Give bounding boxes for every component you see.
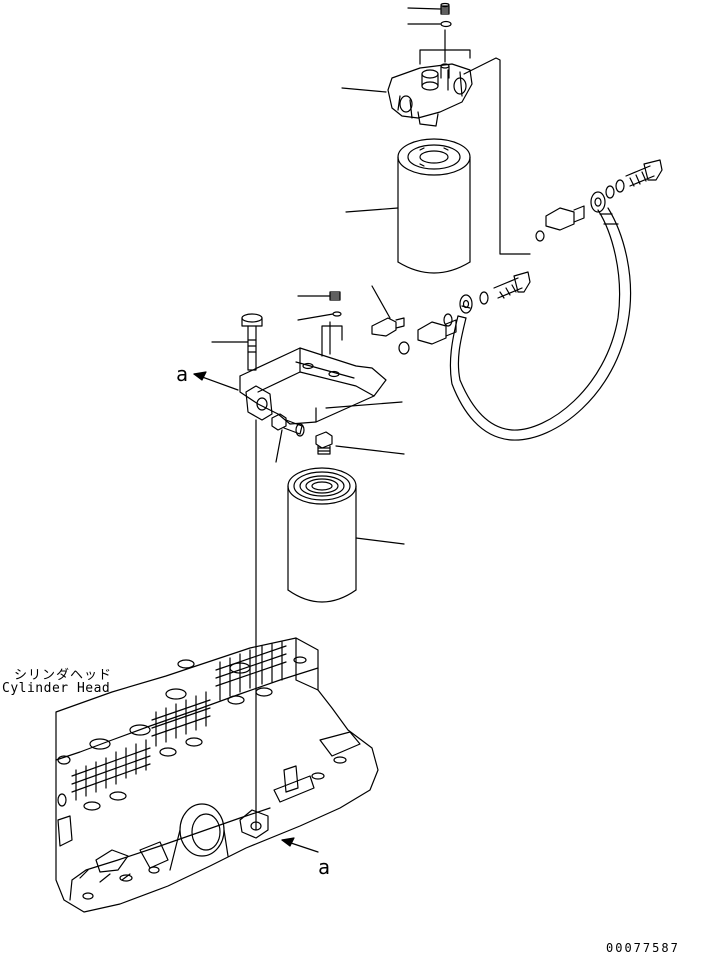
filter-cartridge-lower	[288, 468, 356, 602]
hose	[450, 208, 630, 440]
cylinder-head-label-jp: シリンダヘッド	[14, 668, 113, 683]
view-arrow-a-top	[194, 372, 238, 390]
hose-eye-upper	[591, 192, 605, 212]
plug-mid	[330, 292, 340, 300]
filter-bracket	[240, 348, 386, 424]
top-plug	[441, 4, 449, 15]
port-boss	[170, 804, 228, 870]
filter-head-upper	[388, 64, 472, 126]
washer-mid	[536, 231, 544, 241]
fitting-lower	[418, 320, 456, 344]
top-washer	[441, 22, 451, 27]
washer-mid-small	[333, 312, 341, 316]
hose-eye-lower	[460, 295, 472, 313]
filter-cartridge-upper	[398, 139, 470, 273]
view-marker-a-bottom: a	[318, 855, 331, 879]
view-arrow-a-bottom	[282, 838, 318, 852]
cylinder-head-label-en: Cylinder Head	[2, 681, 111, 696]
fitting-upper	[546, 206, 584, 230]
washer-lower-2	[399, 342, 409, 354]
valve-springs	[72, 642, 306, 810]
banjo-bolt-lower	[494, 272, 530, 298]
bracket-bolt	[272, 414, 304, 436]
drain-fitting	[316, 432, 332, 454]
connector-fitting	[372, 318, 404, 336]
washers-lower	[444, 292, 488, 326]
drawing-number: 00077587	[606, 941, 680, 955]
view-marker-a-top: a	[176, 362, 189, 386]
banjo-bolt-upper	[626, 160, 662, 186]
washers-upper	[606, 180, 624, 198]
cylinder-head	[56, 638, 378, 912]
